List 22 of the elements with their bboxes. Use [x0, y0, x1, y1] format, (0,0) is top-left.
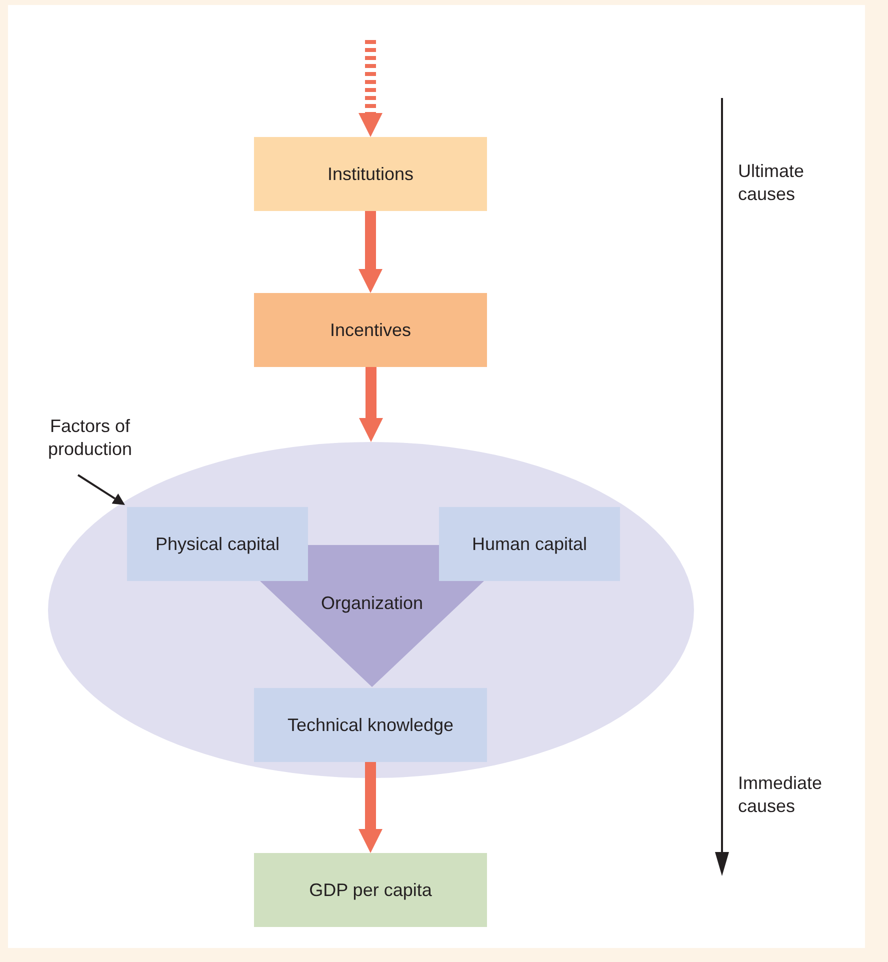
node-label: Incentives: [330, 320, 412, 340]
axis-label: Immediate causes: [738, 772, 824, 818]
arrow: [358, 40, 382, 137]
leader-line: [77, 474, 125, 505]
node-label: Technical knowledge: [287, 714, 454, 736]
process-box: [127, 507, 308, 581]
node-label: Institutions: [327, 164, 414, 184]
arrow: [358, 211, 382, 293]
node-label: Human capital: [472, 534, 588, 554]
arrow: [358, 762, 382, 853]
annotation-text: Factors of production: [30, 415, 150, 462]
axis-label: Ultimate causes: [738, 160, 806, 206]
node-label: Physical capital: [155, 534, 280, 554]
node-label: Organization: [320, 593, 424, 614]
group-ellipse: [48, 442, 694, 778]
process-box: [254, 853, 487, 927]
process-box: [254, 293, 487, 367]
node-label: GDP per capita: [309, 880, 432, 900]
process-box: [439, 507, 620, 581]
process-box: [254, 137, 487, 211]
process-box: [254, 688, 487, 762]
arrow: [359, 367, 383, 442]
